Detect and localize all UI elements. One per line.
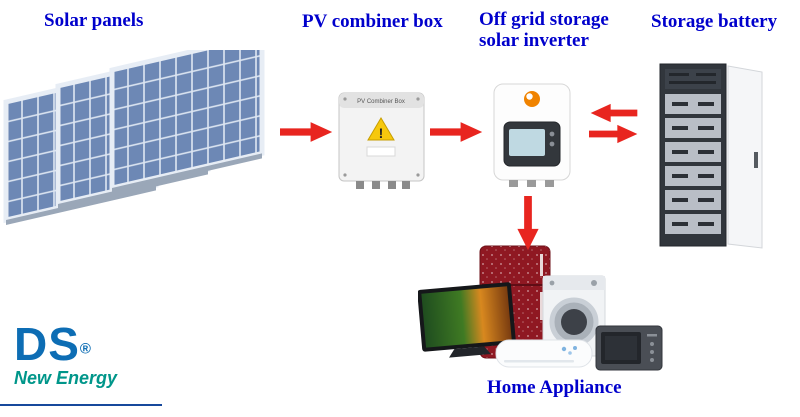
arrow-inverter-to-battery [589, 124, 638, 144]
logo-underline [0, 404, 162, 406]
air-conditioner-image [495, 339, 593, 368]
microwave-image [595, 325, 663, 371]
battery-door [727, 65, 763, 249]
tv-image [418, 282, 516, 358]
logo-text: DS [14, 318, 80, 370]
inverter-label-line2: solar inverter [479, 30, 589, 51]
inverter-logo-icon [524, 91, 540, 107]
storage-battery-label: Storage battery [651, 11, 778, 32]
washing-machine-image [542, 275, 606, 357]
home-appliances-image [418, 245, 663, 371]
warning-triangle-icon [367, 117, 395, 141]
pv-combiner-label: PV combiner box [302, 11, 443, 32]
company-logo: DS® New Energy [14, 321, 118, 389]
solar-panels-label: Solar panels [44, 10, 144, 31]
storage-battery-image [659, 63, 763, 249]
arrow-battery-to-inverter [590, 103, 638, 123]
arrow-inverter-to-appliances [517, 196, 539, 251]
pv-combiner-box-image: PV Combiner Box ! [338, 92, 425, 189]
solar-panels-image [3, 50, 265, 226]
logo-tagline: New Energy [14, 368, 118, 388]
arrow-combiner-to-inverter [430, 122, 483, 142]
inverter-label-line1: Off grid storage [479, 9, 609, 30]
combiner-panel-text: PV Combiner Box [357, 99, 405, 105]
warning-exclamation-text: ! [379, 125, 384, 141]
arrow-panels-to-combiner [280, 122, 333, 142]
inverter-image [493, 83, 571, 187]
home-appliance-label: Home Appliance [487, 377, 622, 398]
logo-trademark: ® [79, 340, 91, 358]
